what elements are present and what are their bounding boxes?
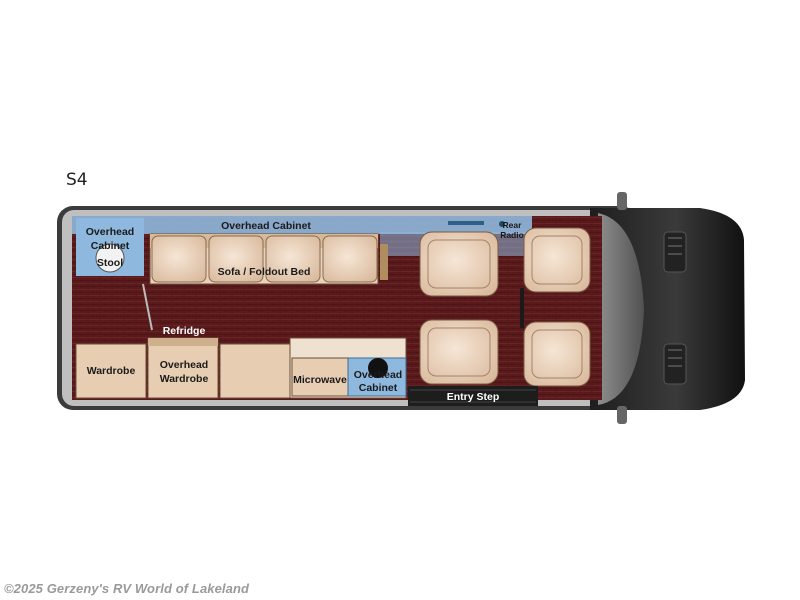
label-overhead-cabinet-bottom-1: Overhead — [354, 369, 402, 381]
model-label: S4 — [66, 170, 88, 190]
label-entry-step: Entry Step — [447, 391, 500, 403]
label-rear-radio-2: Radio — [500, 230, 524, 240]
passenger-seat-rear-top — [419, 231, 499, 297]
label-overhead-cabinet-left-1: Overhead — [86, 226, 134, 238]
microwave — [291, 357, 349, 397]
label-sofa: Sofa / Foldout Bed — [218, 266, 311, 278]
label-overhead-cabinet-top: Overhead Cabinet — [221, 220, 311, 232]
label-overhead-cabinet-bottom-2: Cabinet — [359, 382, 398, 394]
label-overhead-wardrobe-2: Wardrobe — [160, 373, 209, 385]
counter — [219, 343, 291, 399]
rear-radio-panel — [448, 221, 484, 225]
label-overhead-wardrobe-1: Overhead — [160, 359, 208, 371]
entry-step — [408, 386, 538, 406]
label-rear-radio-1: Rear — [503, 220, 523, 230]
label-microwave: Microwave — [293, 374, 347, 386]
stool — [95, 243, 125, 273]
watermark: ©2025 Gerzeny's RV World of Lakeland — [4, 581, 250, 596]
label-stool: Stool — [97, 257, 123, 269]
wardrobe — [75, 343, 147, 399]
divider — [142, 283, 153, 331]
label-refridge: Refridge — [163, 325, 206, 337]
front-passenger-seat — [523, 321, 591, 387]
sink — [368, 358, 388, 378]
center-console — [520, 288, 524, 328]
sofa — [149, 233, 388, 285]
overhead-cabinet-top — [72, 216, 532, 234]
rear-radio — [499, 221, 505, 227]
label-wardrobe: Wardrobe — [87, 365, 136, 377]
passenger-seat-rear-bottom — [419, 319, 499, 385]
label-overhead-cabinet-left-2: Cabinet — [91, 240, 130, 252]
driver-seat — [523, 227, 591, 293]
van-cab — [590, 192, 745, 424]
